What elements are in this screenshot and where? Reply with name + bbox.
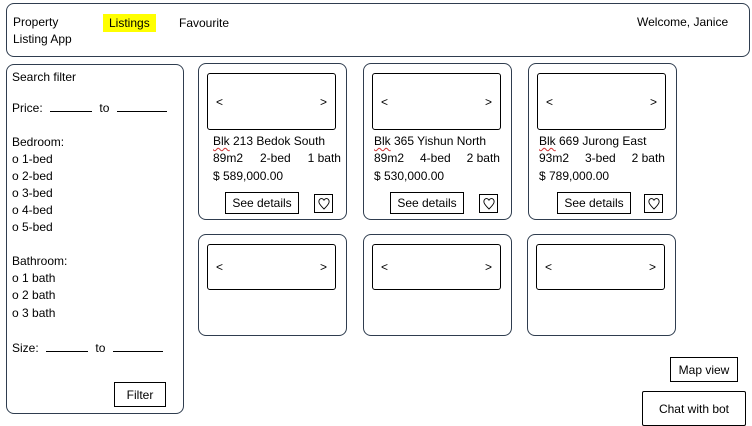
bedroom-option-5[interactable]: o 5-bed	[12, 220, 53, 234]
listing-image-carousel: < >	[537, 73, 666, 130]
listing-price: $ 789,000.00	[539, 169, 610, 183]
chevron-right-icon[interactable]: >	[649, 94, 657, 109]
size-max-input[interactable]	[112, 341, 163, 352]
heart-icon[interactable]	[479, 194, 498, 213]
size-min-input[interactable]	[46, 341, 89, 352]
chevron-right-icon[interactable]: >	[319, 94, 327, 109]
bedroom-label: Bedroom:	[12, 135, 65, 149]
app-header: Property Listing App Listings Favourite …	[6, 3, 750, 57]
listing-card: < > Blk 365 Yishun North 89m2 4-bed 2 ba…	[363, 63, 512, 220]
bathroom-option-1[interactable]: o 1 bath	[12, 271, 56, 285]
listing-image-carousel: < >	[372, 244, 501, 290]
listing-card-placeholder: < >	[198, 234, 347, 336]
see-details-button[interactable]: See details	[557, 192, 631, 214]
price-filter: Price: to	[12, 100, 167, 117]
listing-image-carousel: < >	[536, 244, 665, 290]
bedroom-option-1[interactable]: o 1-bed	[12, 152, 53, 166]
bedroom-option-3[interactable]: o 3-bed	[12, 186, 53, 200]
chevron-left-icon[interactable]: <	[381, 260, 389, 274]
listing-card-placeholder: < >	[363, 234, 512, 336]
listing-baths: 2 bath	[631, 151, 665, 165]
listing-beds: 4-bed	[419, 151, 451, 165]
listing-image-carousel: < >	[207, 244, 336, 290]
price-label: Price:	[12, 101, 43, 115]
listing-specs: 89m2 4-bed 2 bath	[374, 151, 500, 165]
listing-title: Blk 669 Jurong East	[539, 134, 647, 148]
size-to-label: to	[95, 341, 106, 355]
listing-card-placeholder: < >	[527, 234, 676, 336]
listing-image-carousel: < >	[372, 73, 501, 130]
nav-favourite[interactable]: Favourite	[179, 16, 230, 30]
see-details-button[interactable]: See details	[390, 192, 464, 214]
listing-beds: 2-bed	[259, 151, 291, 165]
map-view-button[interactable]: Map view	[670, 357, 738, 382]
see-details-button[interactable]: See details	[225, 192, 299, 214]
listing-size: 89m2	[374, 151, 405, 165]
listing-specs: 93m2 3-bed 2 bath	[539, 151, 665, 165]
price-min-input[interactable]	[50, 101, 93, 112]
size-filter: Size: to	[12, 340, 163, 357]
chevron-right-icon[interactable]: >	[648, 260, 656, 274]
chevron-left-icon[interactable]: <	[216, 94, 224, 109]
listing-price: $ 530,000.00	[374, 169, 445, 183]
price-max-input[interactable]	[116, 101, 167, 112]
listing-card: < > Blk 213 Bedok South 89m2 2-bed 1 bat…	[198, 63, 347, 220]
chat-with-bot-button[interactable]: Chat with bot	[642, 391, 746, 426]
listing-beds: 3-bed	[584, 151, 616, 165]
chevron-left-icon[interactable]: <	[216, 260, 224, 274]
listing-image-carousel: < >	[207, 73, 336, 130]
chevron-left-icon[interactable]: <	[381, 94, 389, 109]
app-title: Property Listing App	[13, 15, 72, 46]
listing-baths: 1 bath	[307, 151, 341, 165]
chevron-right-icon[interactable]: >	[484, 260, 492, 274]
bathroom-label: Bathroom:	[12, 254, 68, 268]
chevron-left-icon[interactable]: <	[546, 94, 554, 109]
listing-baths: 2 bath	[466, 151, 500, 165]
filter-title: Search filter	[12, 70, 77, 84]
listing-price: $ 589,000.00	[213, 169, 284, 183]
size-label: Size:	[12, 341, 39, 355]
listing-title: Blk 213 Bedok South	[213, 134, 326, 148]
chevron-left-icon[interactable]: <	[545, 260, 553, 274]
listing-title: Blk 365 Yishun North	[374, 134, 487, 148]
bedroom-option-2[interactable]: o 2-bed	[12, 169, 53, 183]
filter-button[interactable]: Filter	[114, 382, 166, 407]
listing-specs: 89m2 2-bed 1 bath	[213, 151, 341, 165]
heart-icon[interactable]	[644, 194, 663, 213]
chevron-right-icon[interactable]: >	[319, 260, 327, 274]
welcome-text: Welcome, Janice	[637, 15, 729, 29]
search-filter-panel: Search filter Price: to Bedroom: o 1-bed…	[6, 64, 184, 414]
bedroom-option-4[interactable]: o 4-bed	[12, 203, 53, 217]
bathroom-option-2[interactable]: o 2 bath	[12, 288, 56, 302]
listing-card: < > Blk 669 Jurong East 93m2 3-bed 2 bat…	[528, 63, 677, 220]
bathroom-option-3[interactable]: o 3 bath	[12, 306, 56, 320]
nav-listings[interactable]: Listings	[103, 14, 156, 32]
price-to-label: to	[99, 101, 110, 115]
listing-size: 89m2	[213, 151, 244, 165]
chevron-right-icon[interactable]: >	[484, 94, 492, 109]
heart-icon[interactable]	[314, 194, 333, 213]
listing-size: 93m2	[539, 151, 570, 165]
